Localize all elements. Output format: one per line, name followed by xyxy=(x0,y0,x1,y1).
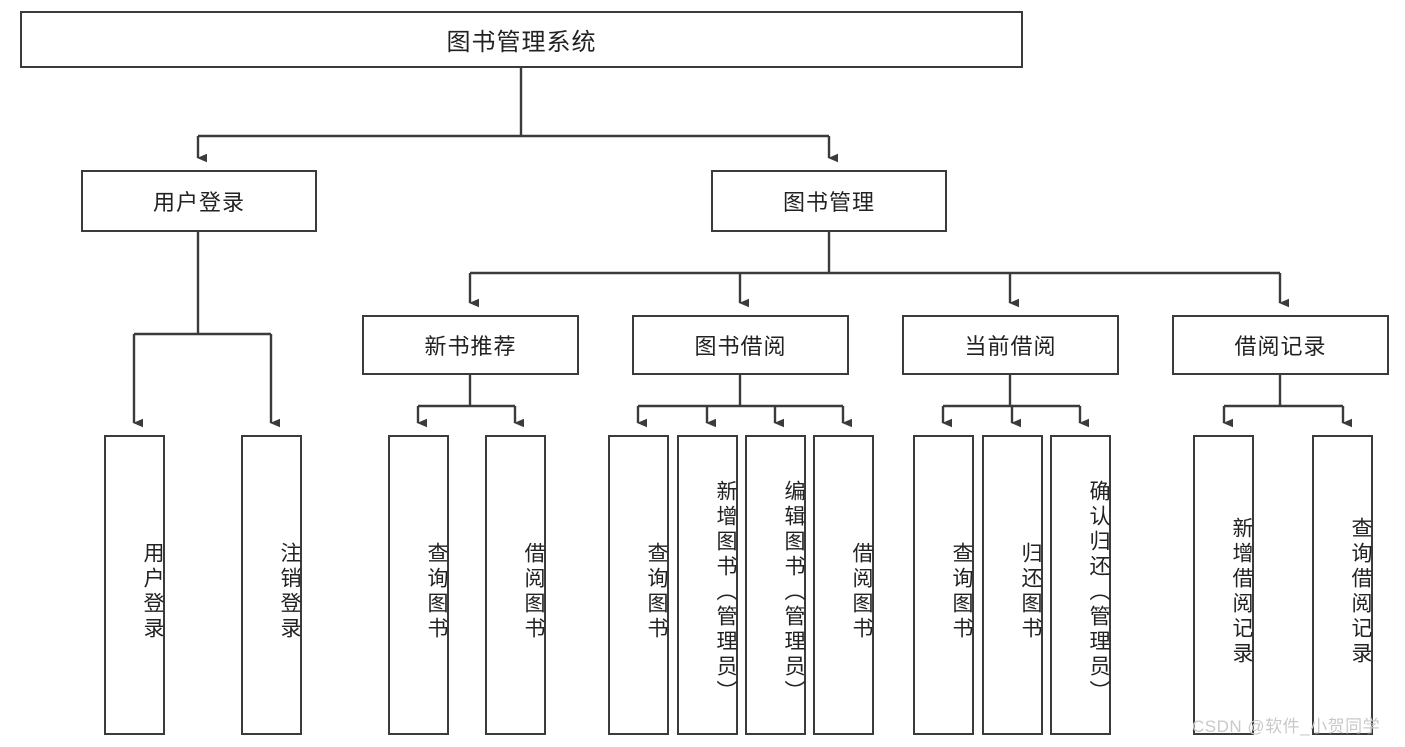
node-user-login[interactable]: 用户登录 xyxy=(81,170,317,232)
leaf-recommend-borrow-book[interactable]: 借阅图书 xyxy=(485,435,546,735)
node-book-borrow[interactable]: 图书借阅 xyxy=(632,315,849,375)
leaf-current-return-book[interactable]: 归还图书 xyxy=(982,435,1043,735)
node-root-system[interactable]: 图书管理系统 xyxy=(20,11,1023,68)
node-borrow-record[interactable]: 借阅记录 xyxy=(1172,315,1389,375)
leaf-borrow-add-book-admin[interactable]: 新增图书（管理员） xyxy=(677,435,738,735)
leaf-borrow-edit-book-admin[interactable]: 编辑图书（管理员） xyxy=(745,435,806,735)
leaf-borrow-borrow-book[interactable]: 借阅图书 xyxy=(813,435,874,735)
leaf-current-query-book[interactable]: 查询图书 xyxy=(913,435,974,735)
leaf-user-logout[interactable]: 注销登录 xyxy=(241,435,302,735)
leaf-current-confirm-return-admin[interactable]: 确认归还（管理员） xyxy=(1050,435,1111,735)
leaf-borrow-query-book[interactable]: 查询图书 xyxy=(608,435,669,735)
node-new-book-recommend[interactable]: 新书推荐 xyxy=(362,315,579,375)
leaf-record-query-record[interactable]: 查询借阅记录 xyxy=(1312,435,1373,735)
leaf-user-login[interactable]: 用户登录 xyxy=(104,435,165,735)
node-current-borrow[interactable]: 当前借阅 xyxy=(902,315,1119,375)
watermark-text: CSDN @软件_小贺同学 xyxy=(1192,717,1381,736)
leaf-recommend-query-book[interactable]: 查询图书 xyxy=(388,435,449,735)
leaf-record-add-record[interactable]: 新增借阅记录 xyxy=(1193,435,1254,735)
node-book-management[interactable]: 图书管理 xyxy=(711,170,947,232)
